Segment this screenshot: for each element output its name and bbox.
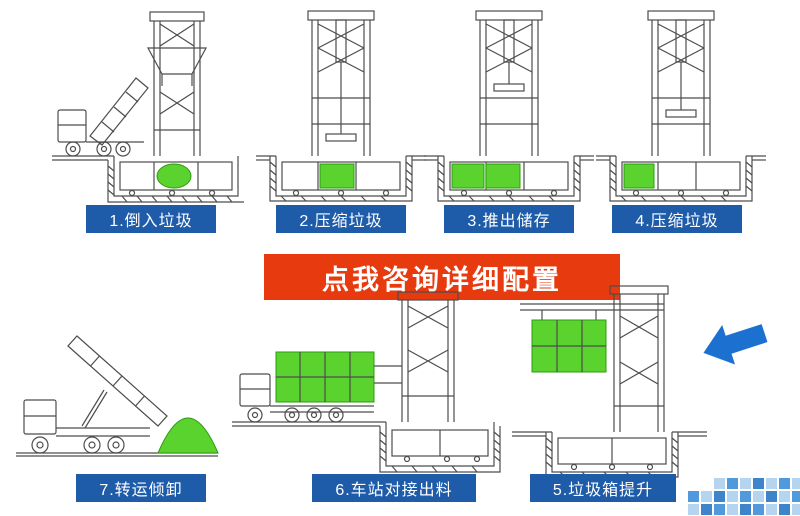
pit-and-container [52,155,244,203]
step-5-panel [512,282,707,480]
pit-and-container [256,155,426,202]
step-1-panel [52,6,244,204]
step-2-panel [256,6,426,204]
pit-and-container [512,431,707,478]
step-4-panel [592,6,770,204]
step-1-caption: 1.倒入垃圾 [86,205,216,233]
flow-arrow-left-icon [694,309,774,378]
container-truck-icon [239,373,374,423]
container-grid [276,352,374,402]
step-7-caption: 7.转运倾卸 [76,474,206,502]
step-2-caption: 2.压缩垃圾 [276,205,406,233]
pushout-station-drawing [424,10,594,202]
station-tower [609,285,669,432]
pit-and-container [596,155,766,202]
compression-station-drawing-2 [596,10,766,202]
step-3-panel [424,6,594,204]
garbage-block [451,163,485,189]
dump-truck-icon [57,77,149,157]
garbage-pile [157,417,219,454]
garbage-block [319,163,355,189]
station-tower [475,10,543,156]
tipping-truck-drawing [16,335,219,457]
garbage-pile [156,163,192,189]
pit-and-container [232,421,501,473]
station-tower [374,291,459,422]
watermark-pattern [688,478,800,516]
garbage-block [623,163,655,189]
dump-truck-station-drawing [52,11,244,203]
docking-truck-station-drawing [232,291,501,473]
station-tower [307,10,375,156]
compression-station-drawing [256,10,426,202]
consult-banner-button[interactable]: 点我咨询详细配置 [264,254,620,300]
step-6-caption: 6.车站对接出料 [312,474,476,502]
step-6-panel [232,288,507,478]
lifting-beam [520,303,664,320]
step-7-panel [12,298,222,470]
step-5-caption: 5.垃圾箱提升 [530,474,676,502]
station-tower [146,11,208,156]
box-lifting-station-drawing [512,285,707,478]
step-3-caption: 3.推出储存 [444,205,574,233]
station-tower [647,10,715,156]
step-4-caption: 4.压缩垃圾 [612,205,742,233]
garbage-block [485,163,521,189]
box-grid [532,320,606,372]
